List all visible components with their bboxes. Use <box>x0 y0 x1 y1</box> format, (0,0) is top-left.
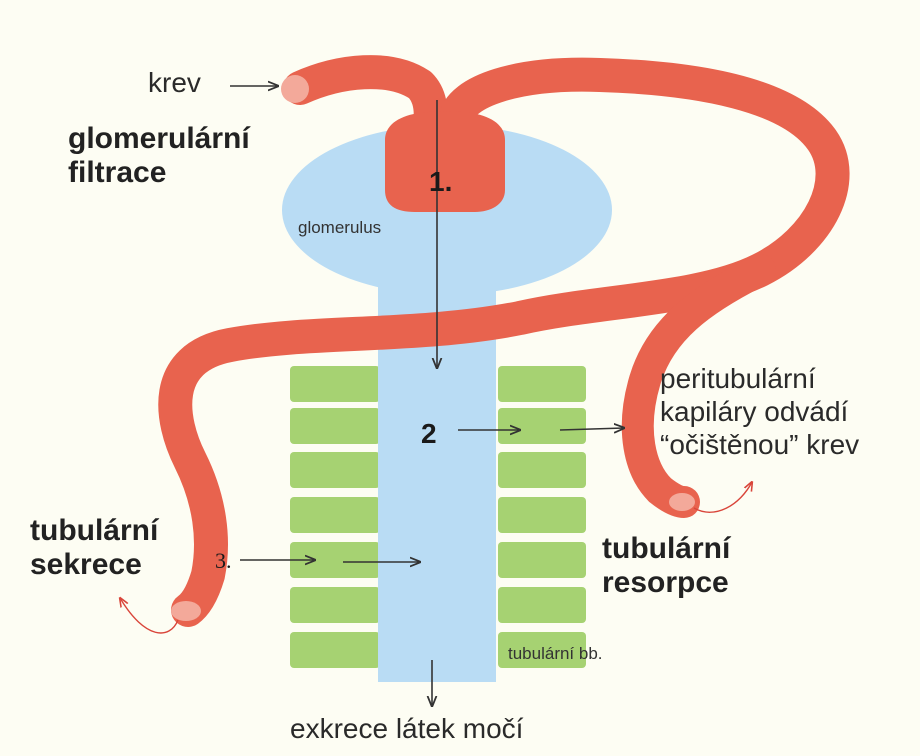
tubule-cell <box>498 497 586 533</box>
tubular-resorption-line-2: resorpce <box>602 566 730 600</box>
tubule-cell <box>290 408 380 444</box>
tubule-cell <box>498 542 586 578</box>
tubular-resorption-line-1: tubulární <box>602 532 730 566</box>
tubule-cell <box>498 366 586 402</box>
right-vessel-end <box>669 493 695 511</box>
tubule-cell <box>498 408 586 444</box>
peritubular-line-3: “očištěnou” krev <box>660 428 859 461</box>
tubule-cell <box>290 587 380 623</box>
tubular-resorption-label: tubulární resorpce <box>602 532 730 599</box>
blood-label: krev <box>148 66 201 99</box>
step-three-marker: 3. <box>215 548 232 574</box>
tubule-cell <box>290 632 380 668</box>
excretion-label: exkrece látek močí <box>290 712 523 745</box>
tubular-secretion-line-2: sekrece <box>30 548 158 582</box>
tubule-cell <box>290 366 380 402</box>
glomerulus-label: glomerulus <box>298 218 381 238</box>
afferent-vessel-end <box>281 75 309 103</box>
left-outflow-curve-arrow <box>120 598 178 633</box>
tubular-secretion-line-1: tubulární <box>30 514 158 548</box>
tubule-cell <box>498 452 586 488</box>
tubular-secretion-label: tubulární sekrece <box>30 514 158 581</box>
tubule-cell <box>290 497 380 533</box>
peritubular-line-2: kapiláry odvádí <box>660 395 859 428</box>
tubule-cell <box>498 587 586 623</box>
tubular-cells-left <box>290 366 380 668</box>
peritubular-line-1: peritubulární <box>660 362 859 395</box>
glomerular-filtration-line-1: glomerulární <box>68 122 250 156</box>
tubular-cells-right <box>498 366 586 668</box>
left-vessel-end <box>171 601 201 621</box>
tubule-cell <box>290 452 380 488</box>
glomerular-filtration-line-2: filtrace <box>68 156 250 190</box>
step-one-marker: 1. <box>429 166 452 198</box>
right-outflow-curve-arrow <box>694 482 752 512</box>
step-two-marker: 2 <box>421 418 437 450</box>
peritubular-label: peritubulární kapiláry odvádí “očištěnou… <box>660 362 859 461</box>
glomerular-filtration-label: glomerulární filtrace <box>68 122 250 189</box>
tubular-cells-label: tubulární bb. <box>508 644 603 664</box>
